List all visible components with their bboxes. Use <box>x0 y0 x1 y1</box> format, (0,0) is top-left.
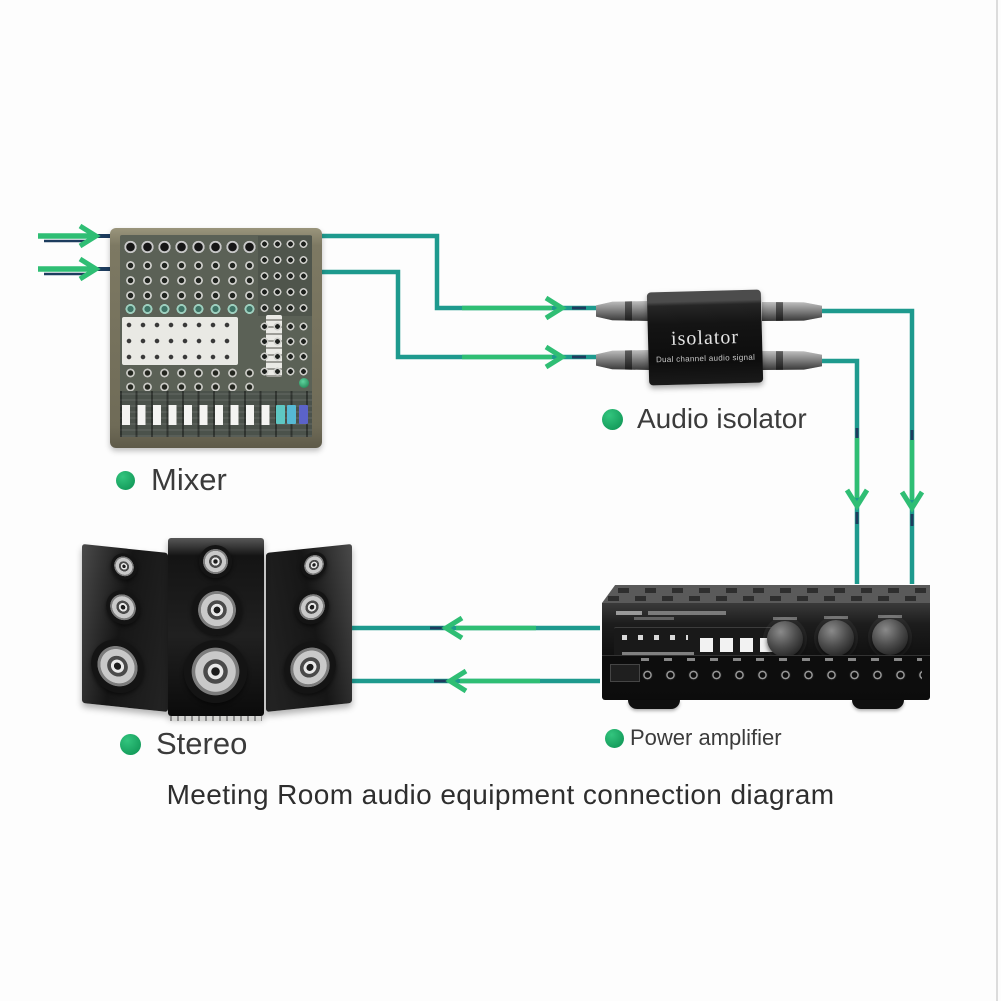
diagram-title: Meeting Room audio equipment connection … <box>166 779 835 810</box>
mixer-image <box>110 228 322 448</box>
amplifier-top-vents <box>602 585 930 603</box>
isolator-device-name: isolator <box>670 325 740 350</box>
power-amplifier-bullet-icon <box>605 728 624 748</box>
stereo-label-text: Stereo <box>156 726 248 761</box>
arrow-shafts <box>456 305 915 684</box>
arrowhead-right-icon <box>78 256 101 282</box>
mixer-eq-knob-rows <box>122 258 258 302</box>
speaker-driver <box>91 636 144 696</box>
arrowheads <box>441 295 925 694</box>
mixer-fader-cap-teal <box>287 405 296 424</box>
speaker-center-image <box>168 538 264 716</box>
arrowhead-right-icon <box>78 223 101 249</box>
arrowhead-right-icon <box>544 344 567 370</box>
isolator-output-connector-bottom <box>762 351 822 370</box>
amplifier-label-strip <box>622 652 694 656</box>
mixer-fader-cap-teal <box>276 405 285 424</box>
input-arrows <box>38 223 114 282</box>
mixer-master-section <box>258 236 312 316</box>
mixer-pan-knob-rows <box>122 366 258 394</box>
speaker-driver <box>184 640 247 703</box>
amplifier-treble-knob <box>872 619 908 655</box>
mixer-bullet-icon <box>116 470 135 490</box>
mixer-fader-caps <box>122 405 272 425</box>
mixer-panel <box>120 235 312 437</box>
speaker-driver <box>295 588 329 626</box>
speaker-driver <box>284 638 336 697</box>
amplifier-foot <box>628 700 680 709</box>
mixer-power-knob <box>299 378 309 388</box>
speaker-right-image <box>266 543 352 712</box>
arrowhead-down-icon <box>899 490 925 513</box>
speaker-base-plate <box>170 716 262 721</box>
mixer-gain-knob-row <box>122 236 258 258</box>
mixer-button-matrix <box>122 317 238 365</box>
arrowhead-left-icon <box>441 615 464 641</box>
mixer-aux-knob-row <box>122 302 258 316</box>
speaker-driver <box>301 550 327 580</box>
amplifier-volume-knob <box>767 621 803 657</box>
speaker-driver <box>106 588 140 627</box>
isolator-device-subtitle: Dual channel audio signal <box>655 352 756 364</box>
isolator-output-connector-top <box>762 302 822 321</box>
amplifier-buttons <box>700 638 780 652</box>
arrowhead-down-icon <box>844 488 870 511</box>
audio-isolator-label: Audio isolator <box>602 403 807 435</box>
cable-isolator-to-amp-left <box>822 358 860 584</box>
mixer-label-text: Mixer <box>151 462 227 497</box>
speaker-left-image <box>82 543 168 712</box>
speaker-driver <box>199 545 232 578</box>
amplifier-indicator-leds <box>622 635 688 640</box>
amplifier-knob-label <box>773 617 797 620</box>
amplifier-image <box>602 603 930 700</box>
isolator-input-connector-bottom <box>596 350 650 370</box>
cable-isolator-to-amp-right <box>822 308 915 584</box>
power-amplifier-label-text: Power amplifier <box>630 725 782 750</box>
arrowhead-left-icon <box>445 668 468 694</box>
cable-mixer-to-isolator-bottom <box>322 269 606 360</box>
arrowhead-right-icon <box>544 295 567 321</box>
mixer-label: Mixer <box>116 462 227 498</box>
amplifier-model-bar <box>634 617 674 620</box>
mixer-master-knobs <box>258 319 312 377</box>
power-amplifier-label: Power amplifier <box>605 725 782 751</box>
amplifier-brand-bar <box>616 611 746 615</box>
amplifier-bass-knob <box>818 620 854 656</box>
amplifier-small-knob-row <box>636 656 922 688</box>
isolator-input-connector-top <box>596 301 650 321</box>
mixer-fader-cap-blue <box>299 405 308 424</box>
amplifier-lower-section <box>602 655 930 690</box>
amplifier-knob-label <box>824 616 848 619</box>
page-edge-line <box>996 0 998 1001</box>
speaker-driver <box>192 585 242 635</box>
amplifier-knob-label <box>878 615 902 618</box>
stereo-bullet-icon <box>120 733 141 755</box>
isolator-image: isolator Dual channel audio signal <box>646 289 764 386</box>
stereo-label: Stereo <box>120 726 247 762</box>
amplifier-foot <box>852 700 904 709</box>
audio-isolator-label-text: Audio isolator <box>637 403 807 434</box>
speaker-driver <box>111 552 137 581</box>
audio-isolator-bullet-icon <box>602 408 623 430</box>
